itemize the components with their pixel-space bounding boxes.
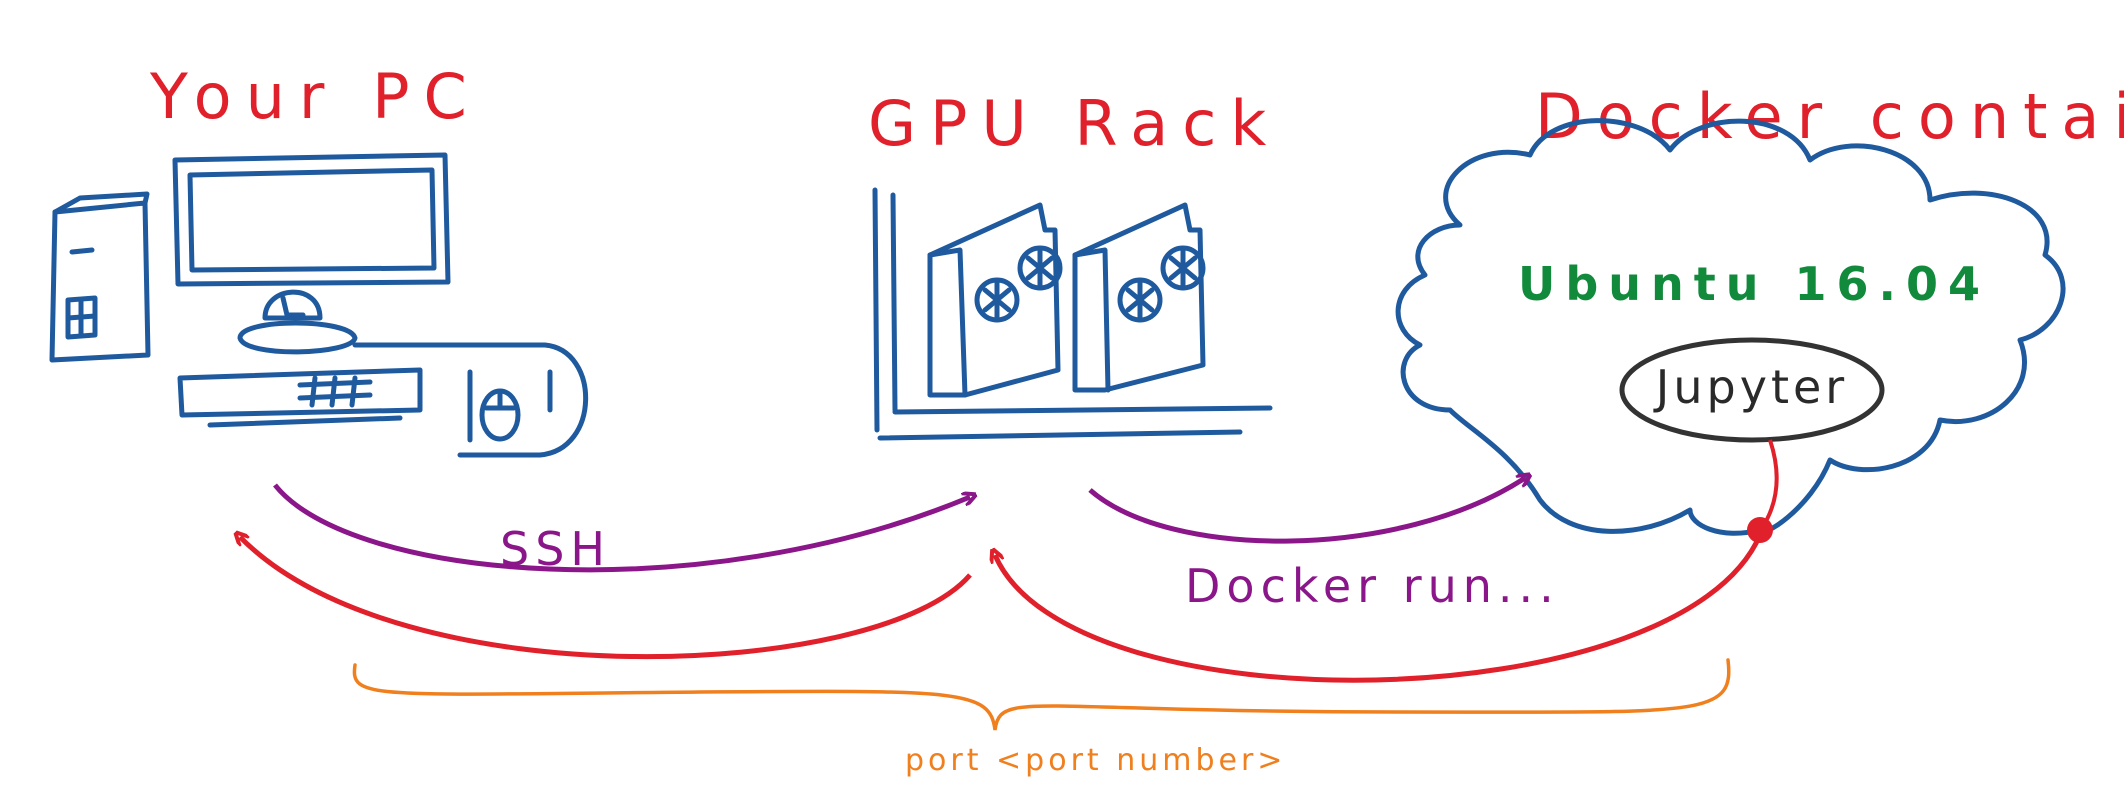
docker-run-arrow bbox=[1088, 478, 1525, 544]
jupyter-port-link bbox=[1760, 439, 1779, 530]
ssh-arrow bbox=[273, 483, 970, 573]
docker-run-label: Docker run... bbox=[1185, 559, 1560, 613]
port-label: port <port number> bbox=[905, 743, 1286, 778]
port-brace bbox=[352, 658, 1731, 731]
tunnel-arrow-to-gpu bbox=[995, 534, 1763, 683]
gpu-rack-title: GPU Rack bbox=[868, 87, 1280, 160]
port-dot bbox=[1747, 517, 1773, 543]
ssh-label: SSH bbox=[500, 522, 611, 576]
os-label: Ubuntu 16.04 bbox=[1518, 257, 1990, 311]
jupyter-oval bbox=[1619, 337, 1885, 443]
tunnel-arrow-to-pc bbox=[240, 537, 972, 660]
jupyter-label: Jupyter bbox=[1653, 360, 1848, 414]
docker-container-title: Docker container bbox=[1535, 80, 2124, 153]
pc-computer-icon bbox=[49, 152, 589, 458]
gpu-rack-icon bbox=[872, 187, 1273, 441]
pc-title: Your PC bbox=[149, 60, 481, 133]
docker-cloud-shape bbox=[1395, 118, 2066, 536]
